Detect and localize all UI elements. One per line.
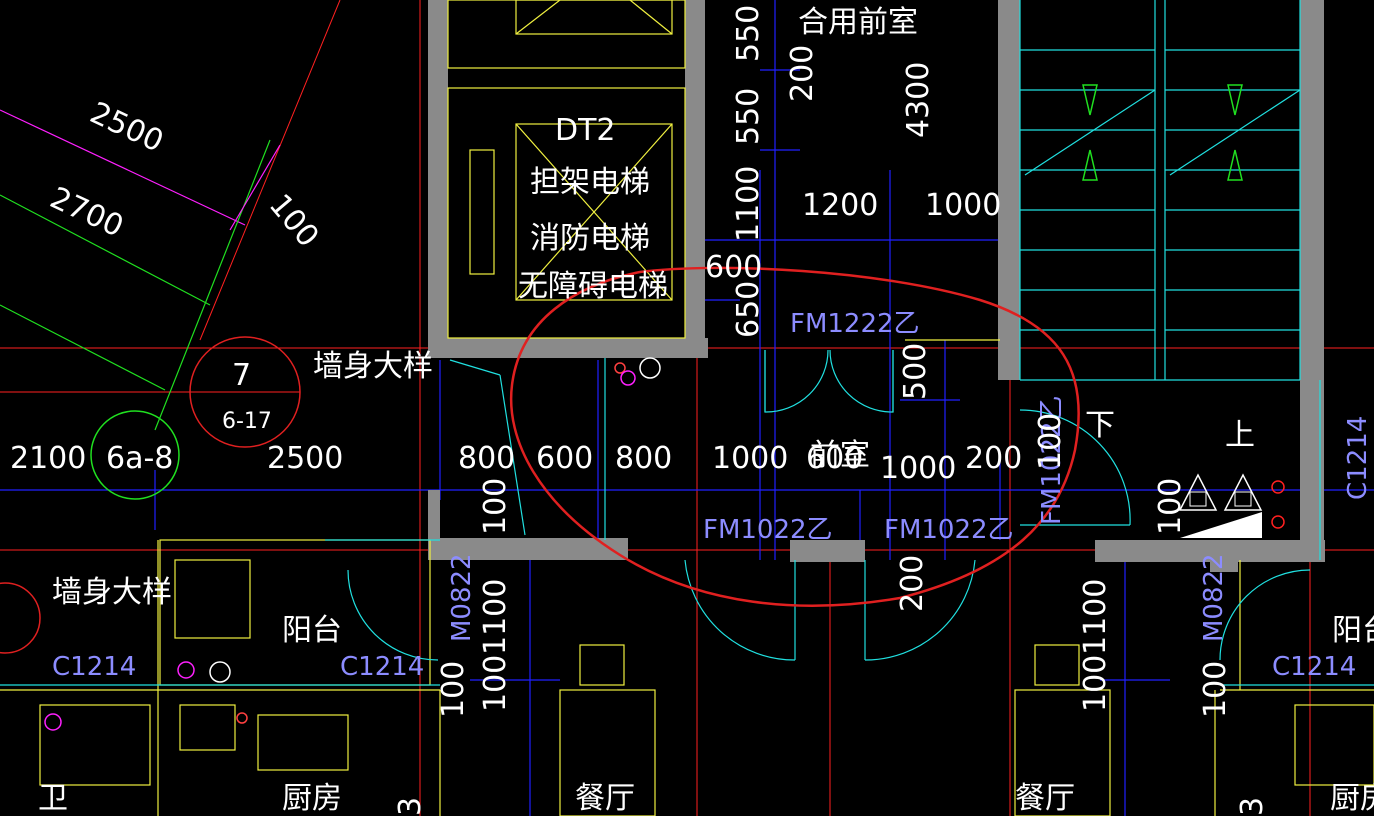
dim-550-top: 550 [731, 5, 766, 62]
dim-500: 500 [898, 343, 933, 400]
door-code-fm1222: FM1222乙 [790, 309, 920, 339]
dim-100-f: 100 [1153, 478, 1188, 535]
door-code-m0822-right: M0822 [1199, 553, 1229, 642]
dim-2700-angled: 2700 [45, 181, 129, 245]
dim-100-e: 100 [1078, 655, 1113, 712]
detail-ref-top: 7 [232, 358, 251, 393]
dim-200-b: 200 [965, 441, 1022, 476]
stair-up-label: 上 [1225, 418, 1255, 453]
door-code-fm1022-c: FM1022乙 [1037, 395, 1067, 525]
dim-1100-a: 1100 [731, 166, 766, 242]
door-code-fm1022-a: FM1022乙 [703, 515, 833, 545]
dim-1000-a: 1000 [925, 188, 1001, 223]
dim-1000-c: 1000 [880, 451, 956, 486]
cyan-elements [0, 0, 1374, 686]
dim-200-c: 200 [895, 555, 930, 612]
dim-800-b: 800 [615, 441, 672, 476]
window-code-c1214-c: C1214 [1272, 652, 1356, 682]
dim-550-mid: 550 [731, 88, 766, 145]
stair-down-label: 下 [1085, 408, 1115, 443]
dim-2100: 2100 [10, 441, 86, 476]
wall-detail-label-left: 墙身大样 [52, 575, 172, 610]
dim-1100-c: 1100 [1078, 579, 1113, 655]
dim-4300: 4300 [901, 62, 936, 138]
room-label-anteroom: 前室 [810, 438, 870, 473]
dim-2500-angled: 2500 [85, 96, 169, 160]
dim-600-c: 600 [806, 441, 863, 476]
elevator-type-1: 担架电梯 [530, 165, 650, 200]
dim-3-right: 3 [1235, 797, 1270, 816]
shaft-markers [1178, 473, 1263, 538]
room-label-dining-right: 餐厅 [1015, 781, 1075, 816]
red-annotation-outline [509, 266, 1080, 607]
dim-100-b: 100 [1033, 413, 1068, 470]
dim-1100-b: 1100 [478, 579, 513, 655]
room-label-balcony-right: 阳台 [1332, 613, 1374, 648]
window-code-c1214-b: C1214 [340, 652, 424, 682]
door-code-fm1022-b: FM1022乙 [884, 515, 1014, 545]
room-label-bath-left: 卫 [38, 781, 68, 816]
dim-100-h: 100 [1198, 661, 1233, 718]
walls [428, 0, 1325, 572]
dim-100-d: 100 [478, 655, 513, 712]
dim-600-a: 600 [705, 250, 762, 285]
grid-axis-label: 6a-8 [106, 441, 173, 476]
window-code-c1214-d: C1214 [1343, 416, 1373, 500]
door-code-m0822-left: M0822 [447, 553, 477, 642]
room-label-dining-left: 餐厅 [575, 781, 635, 816]
dim-100-c: 100 [478, 478, 513, 535]
stair-arrows [1082, 84, 1243, 181]
wall-detail-label-top: 墙身大样 [313, 349, 433, 384]
room-label-kitchen-right: 厨房 [1330, 781, 1374, 816]
elevator-code: DT2 [555, 113, 616, 148]
dim-800-a: 800 [458, 441, 515, 476]
dim-650: 650 [731, 281, 766, 338]
dim-3-left: 3 [393, 797, 428, 816]
angled-leaders [0, 109, 281, 431]
dim-1200: 1200 [802, 188, 878, 223]
detail-ref-number: 6-17 [222, 409, 272, 434]
dim-100-angled: 100 [262, 188, 326, 254]
room-label-shared-lobby: 合用前室 [798, 5, 918, 40]
dim-2500: 2500 [267, 441, 343, 476]
symbol-circles [0, 336, 1285, 731]
room-label-balcony-left: 阳台 [282, 613, 342, 648]
window-code-c1214-a: C1214 [52, 652, 136, 682]
dim-200-top: 200 [785, 45, 820, 102]
dim-600-b: 600 [536, 441, 593, 476]
dim-100-g: 100 [436, 661, 471, 718]
elevator-type-3: 无障碍电梯 [518, 269, 668, 304]
elevator-type-2: 消防电梯 [530, 221, 650, 256]
dim-1000-b: 1000 [712, 441, 788, 476]
room-label-kitchen-left: 厨房 [282, 781, 342, 816]
